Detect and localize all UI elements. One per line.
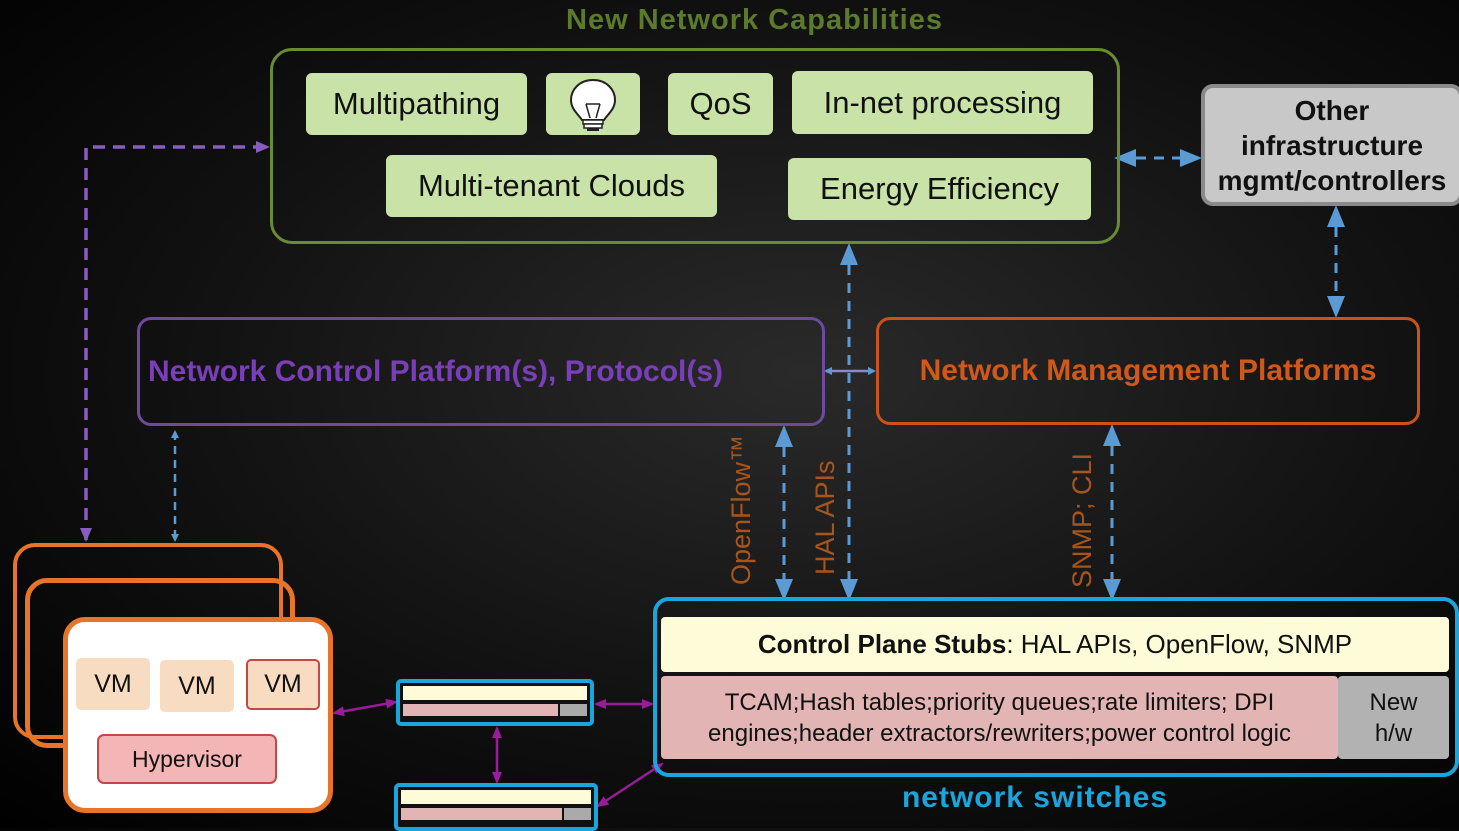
hardware-line1: TCAM;Hash tables;priority queues;rate li… (724, 688, 1275, 716)
vm-box-3: VM (246, 659, 320, 710)
energy-efficiency-pill: Energy Efficiency (788, 158, 1091, 220)
network-switch-box (653, 597, 1459, 777)
new-hw-line2: h/w (1374, 719, 1413, 747)
host-to-capabilities-arrow (80, 141, 270, 542)
other-infra-line3: mgmt/controllers (1217, 164, 1447, 196)
new-hardware-block: New h/w (1338, 676, 1449, 759)
other-infra-line1: Other (1294, 94, 1370, 126)
control-plane-stubs-detail: : HAL APIs, OpenFlow, SNMP (1006, 629, 1353, 659)
qos-pill: QoS (668, 73, 773, 135)
snmp-cli-label: SNMP; CLI (1067, 452, 1097, 588)
multi-tenant-clouds-pill: Multi-tenant Clouds (386, 155, 717, 217)
new-hw-line1: New (1369, 688, 1418, 716)
other-infrastructure-box: Other infrastructure mgmt/controllers (1201, 84, 1459, 206)
host-to-miniswitch-link (332, 698, 398, 717)
network-management-platforms-label: Network Management Platforms (919, 354, 1377, 387)
lightbulb-pill (546, 73, 640, 135)
lightbulb-icon (569, 78, 617, 131)
multipathing-pill: Multipathing (306, 73, 527, 135)
hardware-tables: TCAM;Hash tables;priority queues;rate li… (661, 676, 1338, 759)
network-control-platform-label: Network Control Platform(s), Protocol(s) (148, 354, 724, 388)
control-plane-stubs: Control Plane Stubs : HAL APIs, OpenFlow… (661, 617, 1449, 672)
network-control-platform-box: Network Control Platform(s), Protocol(s) (137, 317, 825, 426)
vm-box-1: VM (76, 658, 150, 710)
in-net-processing-pill: In-net processing (792, 71, 1093, 134)
other-infra-line2: infrastructure (1240, 129, 1424, 161)
hypervisor-box: Hypervisor (97, 734, 277, 784)
network-management-platforms-box: Network Management Platforms (876, 317, 1420, 425)
hardware-line2: engines;header extractors/rewriters;powe… (708, 719, 1291, 747)
mini-switch-2 (394, 783, 598, 831)
hal-apis-label: HAL APIs (810, 460, 840, 575)
control-plane-stubs-title: Control Plane Stubs (757, 629, 1007, 659)
capabilities-title: New Network Capabilities (566, 4, 943, 36)
vm-box-2: VM (160, 660, 234, 712)
capabilities-box (270, 48, 1120, 244)
miniswitch2-to-switch-link (596, 762, 664, 808)
network-switches-label: network switches (901, 781, 1169, 814)
openflow-label: OpenFlow™ (726, 434, 756, 585)
mini-switch-1 (396, 679, 594, 726)
